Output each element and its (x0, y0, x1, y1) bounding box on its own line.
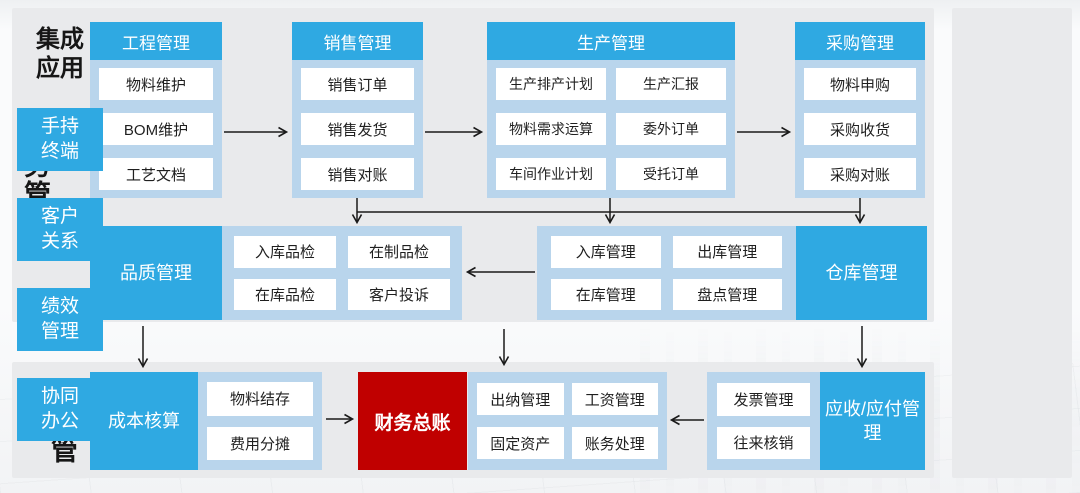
quality-management-group: 品质管理 入库品检 在制品检 在库品检 客户投诉 (90, 226, 462, 320)
group-items: 入库品检 在制品检 在库品检 客户投诉 (222, 226, 462, 320)
block-collaborative-office: 协同办公 (17, 378, 103, 441)
module-item-sales-order: 销售订单 (301, 68, 414, 100)
receivable-payable-group: 发票管理 往来核销 应收/应付管理 (707, 372, 925, 470)
module-item-incoming-inspection: 入库品检 (234, 236, 336, 268)
group-title-procurement: 采购管理 (795, 22, 925, 60)
block-receivable-payable-management: 应收/应付管理 (820, 372, 925, 470)
module-item-material-requisition: 物料申购 (804, 68, 916, 100)
block-quality-management: 品质管理 (90, 226, 222, 320)
block-general-ledger: 财务总账 (358, 372, 467, 470)
module-item-process-document: 工艺文档 (99, 158, 213, 190)
module-item-inprocess-inspection: 在制品检 (348, 236, 450, 268)
production-management-group: 生产管理 生产排产计划 生产汇报 物料需求运算 委外订单 车间作业计划 受托订单 (487, 22, 735, 198)
group-items: 发票管理 往来核销 (707, 372, 820, 470)
module-item-instock-management: 在库管理 (551, 278, 661, 310)
group-title-sales: 销售管理 (292, 22, 423, 60)
module-item-production-report: 生产汇报 (616, 68, 726, 100)
integration-section-panel (952, 8, 1072, 478)
module-item-outbound-management: 出库管理 (672, 236, 782, 268)
warehouse-management-group: 入库管理 出库管理 在库管理 盘点管理 仓库管理 (537, 226, 927, 320)
module-item-mrp-calculation: 物料需求运算 (496, 113, 606, 145)
module-item-sales-reconciliation: 销售对账 (301, 158, 414, 190)
accounting-group: 出纳管理 工资管理 固定资产 账务处理 (468, 372, 667, 470)
group-title-production: 生产管理 (487, 22, 735, 60)
module-item-production-scheduling: 生产排产计划 (496, 68, 606, 100)
group-items: 物料申购 采购收货 采购对账 (795, 60, 925, 198)
module-item-account-processing: 账务处理 (571, 427, 658, 459)
module-item-expense-allocation: 费用分摊 (207, 426, 313, 460)
module-item-customer-complaint: 客户投诉 (348, 278, 450, 310)
module-item-fixed-assets: 固定资产 (477, 427, 564, 459)
group-items: 出纳管理 工资管理 固定资产 账务处理 (468, 372, 667, 470)
module-item-invoice-management: 发票管理 (717, 383, 810, 416)
block-handheld-terminal: 手持终端 (17, 108, 103, 171)
group-items: 生产排产计划 生产汇报 物料需求运算 委外订单 车间作业计划 受托订单 (487, 60, 735, 198)
module-item-material-balance: 物料结存 (207, 382, 313, 416)
module-item-transaction-writeoff: 往来核销 (717, 426, 810, 459)
module-item-outsourcing-order: 委外订单 (616, 113, 726, 145)
block-customer-relationship: 客户关系 (17, 198, 103, 261)
module-item-consignment-order: 受托订单 (616, 158, 726, 190)
group-items: 销售订单 销售发货 销售对账 (292, 60, 423, 198)
module-item-cashier-management: 出纳管理 (477, 383, 564, 415)
module-item-workshop-plan: 车间作业计划 (496, 158, 606, 190)
group-items: 物料维护 BOM维护 工艺文档 (90, 60, 222, 198)
cost-accounting-group: 成本核算 物料结存 费用分摊 (90, 372, 322, 470)
module-item-payroll-management: 工资管理 (571, 383, 658, 415)
group-items: 入库管理 出库管理 在库管理 盘点管理 (537, 226, 796, 320)
module-item-material-maintenance: 物料维护 (99, 68, 213, 100)
module-item-instock-inspection: 在库品检 (234, 278, 336, 310)
block-cost-accounting: 成本核算 (90, 372, 198, 470)
module-item-inbound-management: 入库管理 (551, 236, 661, 268)
block-performance-management: 绩效管理 (17, 288, 103, 351)
procurement-management-group: 采购管理 物料申购 采购收货 采购对账 (795, 22, 925, 198)
block-warehouse-management: 仓库管理 (796, 226, 927, 320)
engineering-management-group: 工程管理 物料维护 BOM维护 工艺文档 (90, 22, 222, 198)
module-item-purchase-receipt: 采购收货 (804, 113, 916, 145)
module-item-bom-maintenance: BOM维护 (99, 113, 213, 145)
sales-management-group: 销售管理 销售订单 销售发货 销售对账 (292, 22, 423, 198)
module-item-sales-delivery: 销售发货 (301, 113, 414, 145)
module-item-stocktaking-management: 盘点管理 (672, 278, 782, 310)
integration-panel-title: 集成应用 (36, 26, 84, 82)
group-items: 物料结存 费用分摊 (198, 372, 322, 470)
group-title-engineering: 工程管理 (90, 22, 222, 60)
module-item-purchase-reconciliation: 采购对账 (804, 158, 916, 190)
